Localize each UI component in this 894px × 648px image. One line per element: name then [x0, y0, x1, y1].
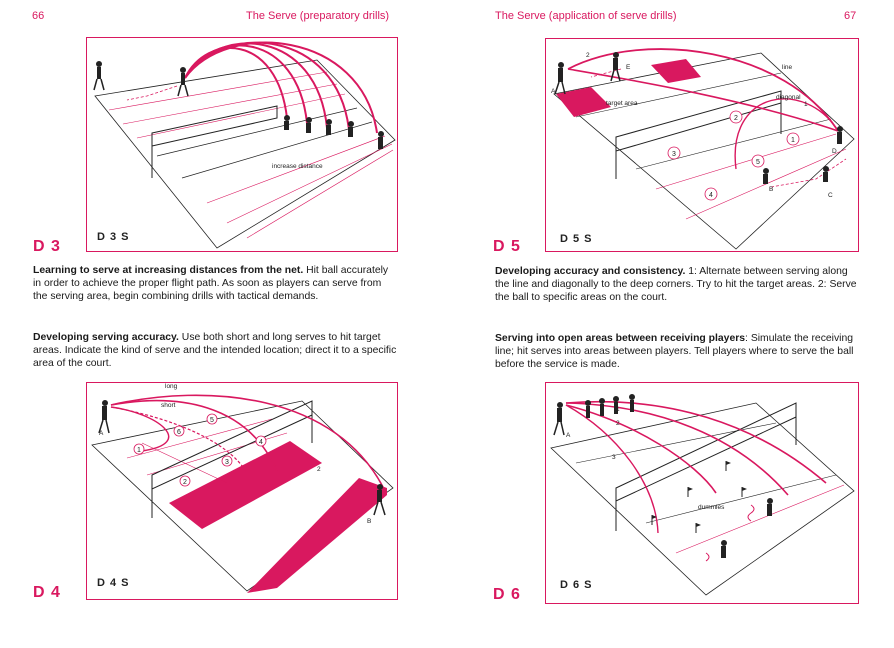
circle-num-5-d5: 5 [756, 159, 760, 166]
circle-num-2: 2 [183, 479, 187, 486]
circle-num-6: 6 [177, 429, 181, 436]
paragraph-d3-body: Hit ball accurately in order to achieve … [33, 265, 389, 302]
court-diagram-d6: dummies A 1 2 3 [550, 394, 855, 596]
court-diagram-d4: long short 2 A B 1 2 3 4 5 6 [91, 383, 394, 593]
player-a-label-d5: A [551, 88, 556, 95]
paragraph-d3-heading: Learning to serve at increasing distance… [33, 265, 304, 276]
drill-label-d6: D 6 [493, 586, 521, 603]
circle-num-4: 4 [259, 439, 263, 446]
paragraph-d6-heading: Serving into open areas between receivin… [495, 333, 746, 344]
running-head-right: The Serve (application of serve drills) [495, 10, 677, 22]
figure-label-d6: D 6 S [560, 579, 593, 591]
paragraph-d4: Developing serving accuracy. Use both sh… [33, 331, 397, 370]
paragraph-d5: Developing accuracy and consistency. 1: … [495, 265, 859, 304]
route-three-label-d6: 3 [612, 454, 616, 461]
increase-distance-label: increase distance [272, 163, 323, 170]
route-two-label: 2 [586, 52, 590, 59]
circle-num-2-d5: 2 [734, 115, 738, 122]
player-c-label-d5: C [828, 192, 833, 199]
page-number-right: 67 [844, 10, 857, 22]
circle-num-1-d5: 1 [791, 137, 795, 144]
route-two-label-d6: 2 [616, 420, 620, 427]
line-label: line [782, 64, 793, 71]
route-one-label: 1 [804, 101, 808, 108]
zone-two-label: 2 [317, 466, 321, 473]
drill-label-d5: D 5 [493, 238, 521, 255]
target-area-label: target area [606, 100, 638, 107]
diagonal-label: diagonal [776, 94, 801, 101]
right-page: The Serve (application of serve drills) … [447, 0, 894, 648]
paragraph-d4-heading: Developing serving accuracy. [33, 332, 179, 343]
short-label: short [161, 402, 176, 409]
player-a-label: A [99, 430, 104, 437]
player-e-label-d5: E [626, 64, 631, 71]
paragraph-d3: Learning to serve at increasing distance… [33, 264, 397, 303]
left-page: 66 The Serve (preparatory drills) [32, 10, 398, 601]
figure-label-d5: D 5 S [560, 233, 593, 245]
player-b-label: B [367, 518, 371, 525]
figure-label-d4: D 4 S [97, 577, 130, 589]
long-label: long [165, 383, 178, 390]
figure-d3: increase distance D 3 S [86, 37, 398, 252]
figure-label-d3: D 3 S [97, 231, 130, 243]
court-diagram-d5: target area line diagonal 1 2 A B C D E … [551, 48, 855, 250]
page-number-left: 66 [32, 10, 45, 22]
drill-label-d3: D 3 [33, 238, 61, 255]
paragraph-d5-heading: Developing accuracy and consistency. [495, 266, 686, 277]
running-head-left: The Serve (preparatory drills) [246, 10, 390, 22]
paragraph-d5-body: 1: Alternate between serving along the l… [495, 266, 857, 303]
figure-d6: dummies A 1 2 3 D 6 S [545, 382, 859, 604]
paragraph-d6-body: : Simulate the receiving line; hit serve… [495, 333, 854, 370]
dummies-label: dummies [698, 504, 725, 511]
circle-num-5: 5 [210, 417, 214, 424]
paragraph-d4-body: Use both short and long serves to hit ta… [33, 332, 397, 369]
player-b-label-d5: B [769, 186, 773, 193]
circle-num-1: 1 [137, 447, 141, 454]
route-one-label-d6: 1 [616, 406, 620, 413]
circle-num-3: 3 [225, 459, 229, 466]
player-a-label-d6: A [566, 432, 571, 439]
figure-d4: long short 2 A B 1 2 3 4 5 6 D 4 S [86, 382, 398, 600]
paragraph-d6: Serving into open areas between receivin… [495, 332, 859, 371]
circle-num-3-d5: 3 [672, 151, 676, 158]
figure-d5: target area line diagonal 1 2 A B C D E … [545, 38, 859, 252]
drill-label-d4: D 4 [33, 584, 61, 601]
court-diagram-d3: increase distance [93, 41, 396, 249]
player-d-label-d5: D [832, 148, 837, 155]
circle-num-4-d5: 4 [709, 192, 713, 199]
